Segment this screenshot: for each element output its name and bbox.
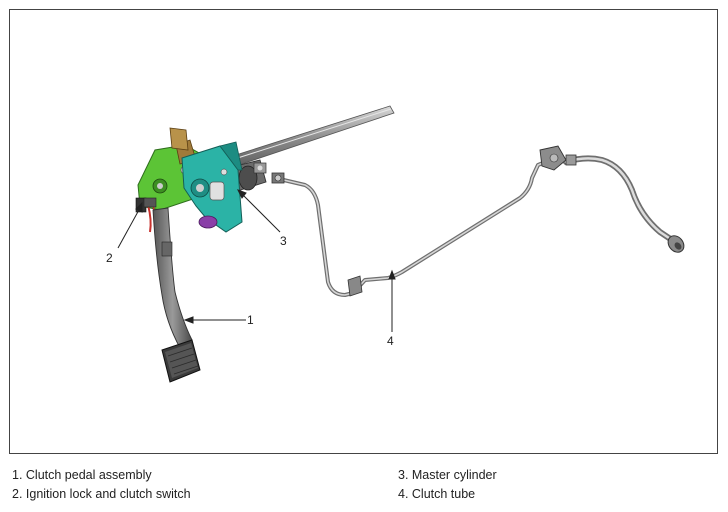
- leader-lines: [117, 189, 396, 332]
- callout-1: 1: [247, 313, 254, 327]
- clutch-tube: [273, 155, 678, 297]
- tube-fittings: [271, 145, 685, 297]
- clutch-pedal-arm: [152, 207, 193, 349]
- callout-2: 2: [106, 251, 113, 265]
- legend-left: 1. Clutch pedal assembly 2. Ignition loc…: [12, 466, 191, 504]
- support-rod: [219, 105, 395, 171]
- pedal-bracket: [137, 127, 243, 233]
- legend-right: 3. Master cylinder 4. Clutch tube: [398, 466, 497, 504]
- callout-3: 3: [280, 234, 287, 248]
- legend-item-1: 1. Clutch pedal assembly: [12, 468, 152, 482]
- clutch-system-illustration: [117, 105, 685, 383]
- legend-item-2: 2. Ignition lock and clutch switch: [12, 487, 191, 501]
- diagram-frame: 1 2 3 4: [9, 9, 718, 454]
- clutch-pedal-pad: [161, 339, 201, 383]
- legend-item-4: 4. Clutch tube: [398, 487, 476, 501]
- legend-item-3: 3. Master cylinder: [398, 468, 497, 482]
- callout-4: 4: [387, 334, 394, 348]
